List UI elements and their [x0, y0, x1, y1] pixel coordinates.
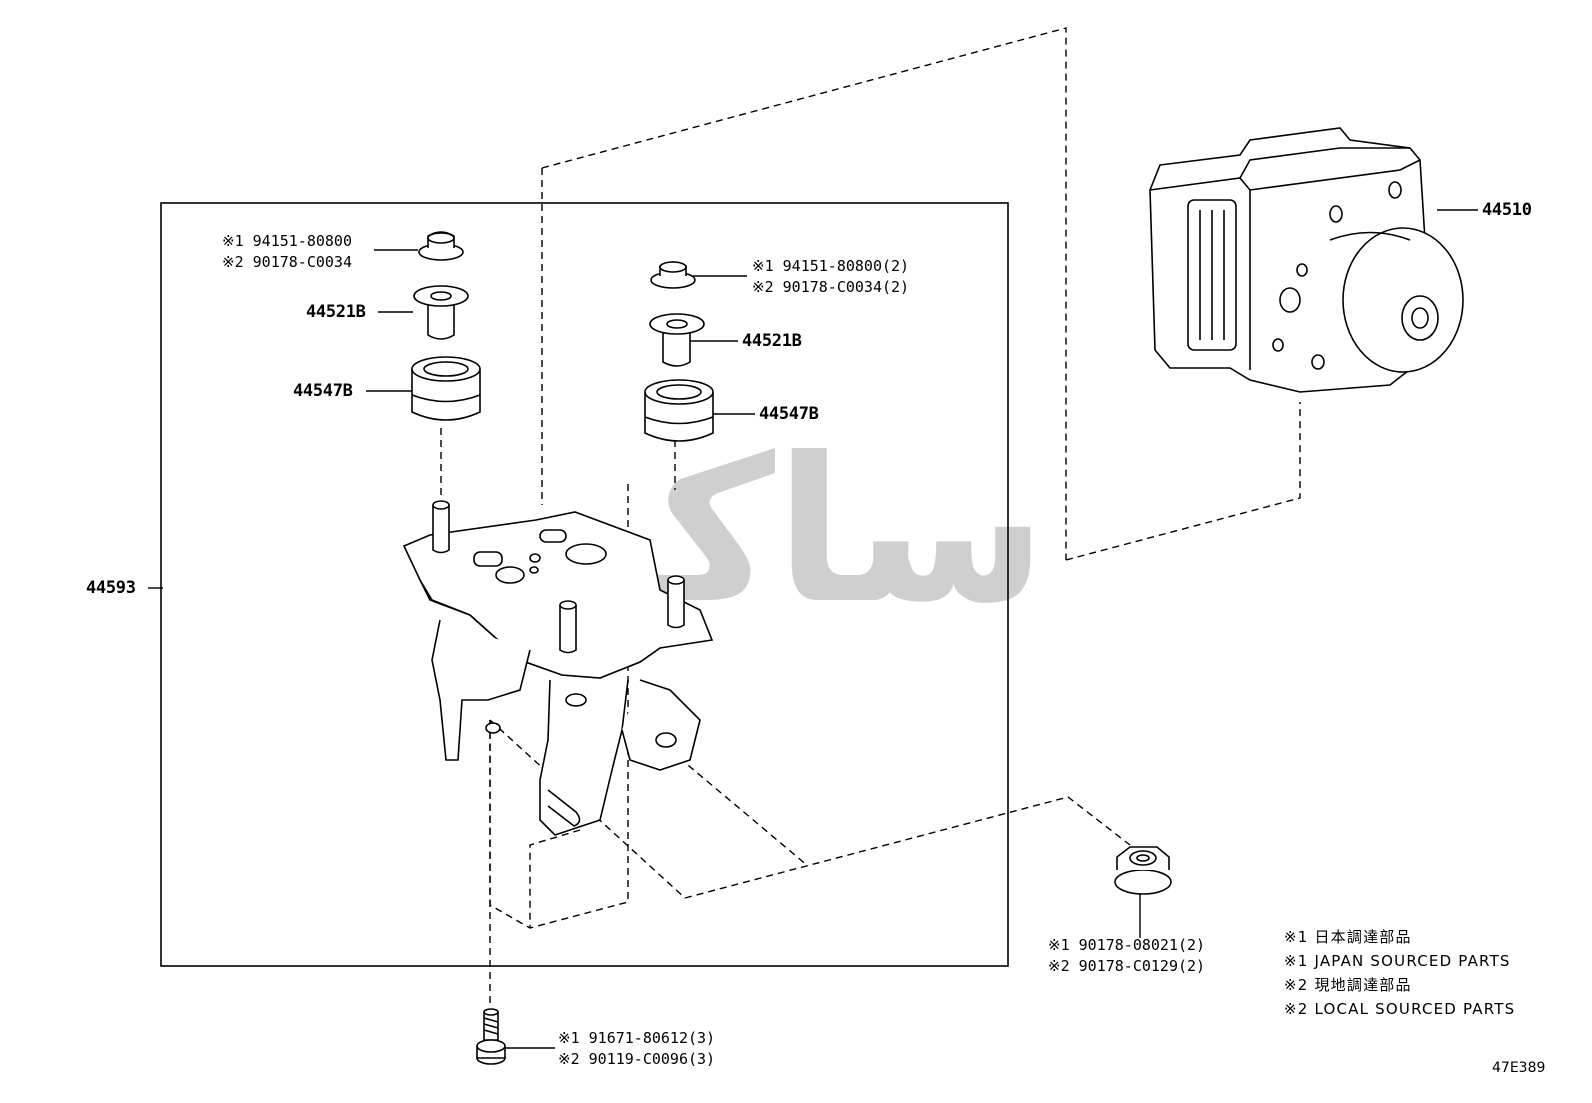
callout-flange-nut-1: ※1 90178-08021(2) — [1048, 936, 1206, 954]
callout-flange-nut-2: ※2 90178-C0129(2) — [1048, 957, 1206, 975]
nut-left-icon — [418, 231, 464, 261]
bolt-icon — [476, 1008, 506, 1065]
flange-nut-icon — [1114, 846, 1172, 895]
callout-bolt-2: ※2 90119-C0096(3) — [558, 1050, 716, 1068]
legend-line-3: ※2 現地調達部品 — [1284, 976, 1412, 994]
label-collar-left: 44521B — [306, 302, 366, 322]
label-bracket: 44593 — [86, 578, 136, 598]
legend-line-2: ※1 JAPAN SOURCED PARTS — [1284, 952, 1511, 970]
nut-right-icon — [650, 261, 696, 289]
assembly-frame — [160, 202, 1009, 967]
abs-actuator-icon — [1149, 127, 1464, 393]
label-cushion-right: 44547B — [759, 404, 819, 424]
callout-bolt-1: ※1 91671-80612(3) — [558, 1029, 716, 1047]
collar-right-icon — [649, 313, 705, 367]
label-cushion-left: 44547B — [293, 381, 353, 401]
callout-nut-left-2: ※2 90178-C0034 — [222, 253, 352, 271]
callout-nut-right-2: ※2 90178-C0034(2) — [752, 278, 910, 296]
bracket-icon — [402, 500, 714, 836]
label-abs-actuator: 44510 — [1482, 200, 1532, 220]
callout-nut-right-1: ※1 94151-80800(2) — [752, 257, 910, 275]
diagram-code: 47E389 — [1492, 1060, 1546, 1076]
label-leaders — [148, 209, 1478, 1049]
legend-line-4: ※2 LOCAL SOURCED PARTS — [1284, 1000, 1516, 1018]
callout-nut-left-1: ※1 94151-80800 — [222, 232, 352, 250]
collar-left-icon — [413, 285, 469, 340]
label-collar-right: 44521B — [742, 331, 802, 351]
legend-line-1: ※1 日本調達部品 — [1284, 928, 1412, 946]
dashed-leaders — [440, 27, 1301, 1005]
cushion-left-icon — [411, 356, 481, 421]
cushion-right-icon — [644, 379, 714, 442]
